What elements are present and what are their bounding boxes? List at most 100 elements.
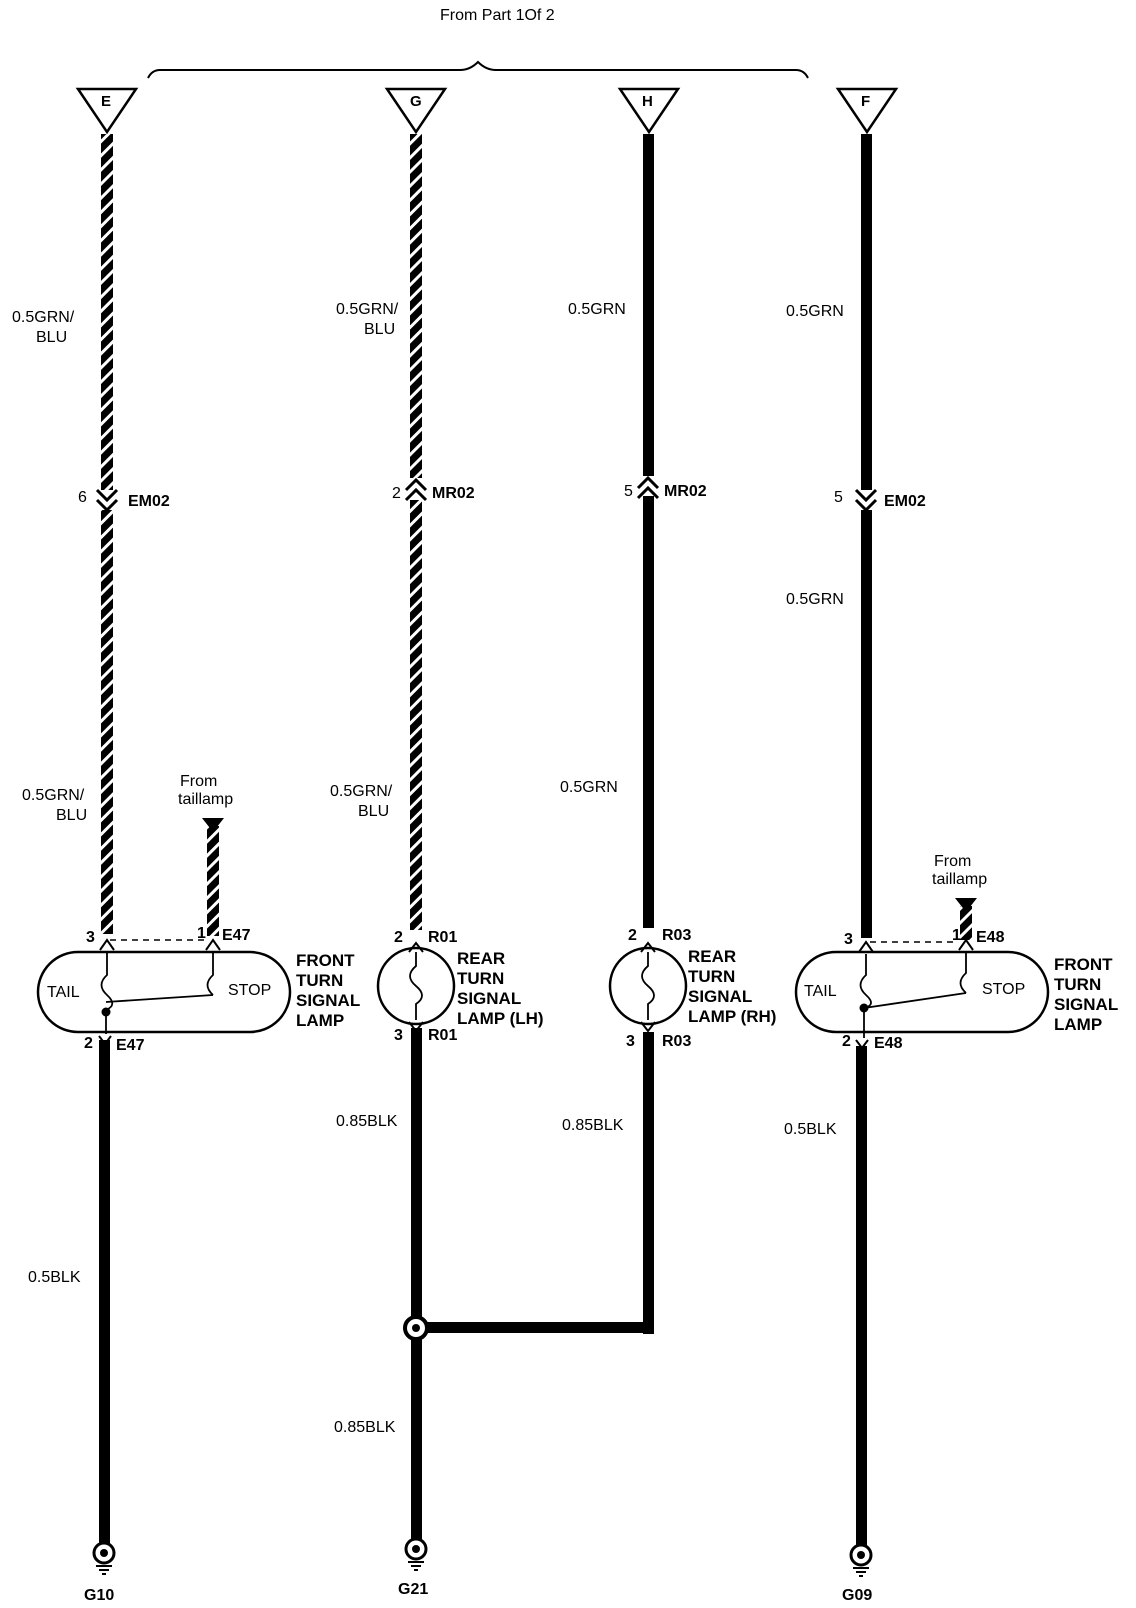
- rear-rh-pin-bottom: 3: [626, 1033, 635, 1050]
- wire-label-h-top: 0.5GRN: [568, 301, 626, 318]
- front-lh-pin-ground: 2: [84, 1035, 93, 1052]
- splice-f: [854, 488, 878, 513]
- wire-label-e-top-2: BLU: [36, 329, 67, 346]
- front-lh-pin-stop: 1: [197, 925, 206, 942]
- wire-join: [418, 1322, 654, 1333]
- front-lh-name-1: FRONT: [296, 951, 355, 970]
- splice-e-pin: 6: [78, 489, 87, 506]
- front-rh-pin-tail: 3: [844, 931, 853, 948]
- rear-lh-connector-top: R01: [428, 929, 457, 946]
- connector-f: F: [835, 87, 899, 135]
- front-rh-name-4: LAMP: [1054, 1015, 1102, 1034]
- ground-g21: [404, 1537, 428, 1571]
- ground-g21-label: G21: [398, 1581, 428, 1598]
- taillamp-arrow-right: [955, 898, 977, 912]
- svg-text:E: E: [101, 93, 111, 110]
- rear-turn-signal-lamp-rh: [608, 941, 688, 1033]
- wire-g-upper: [410, 134, 422, 478]
- ground-g09: [849, 1543, 873, 1577]
- wire-h-ground: [643, 1032, 654, 1334]
- rear-rh-pin-top: 2: [628, 927, 637, 944]
- header-title: From Part 1Of 2: [440, 7, 555, 24]
- front-turn-signal-lamp-lh: [36, 938, 292, 1046]
- wire-label-e-top-1: 0.5GRN/: [12, 309, 75, 326]
- taillamp-left-label-1: From: [180, 773, 217, 790]
- front-turn-signal-lamp-rh: [794, 938, 1050, 1050]
- rear-lh-pin-bottom: 3: [394, 1027, 403, 1044]
- wire-label-g-top-2: BLU: [364, 321, 395, 338]
- wire-label-f-top: 0.5GRN: [786, 303, 844, 320]
- splice-g-pin: 2: [392, 485, 401, 502]
- svg-text:G: G: [410, 93, 422, 110]
- wire-label-g-bottom: 0.85BLK: [334, 1419, 396, 1436]
- wire-g-lower: [410, 500, 422, 930]
- taillamp-arrow-left: [202, 818, 224, 832]
- taillamp-right-label-1: From: [934, 853, 971, 870]
- splice-f-name: EM02: [884, 493, 926, 510]
- splice-h: [636, 475, 660, 500]
- splice-f-pin: 5: [834, 489, 843, 506]
- rear-lh-pin-top: 2: [394, 929, 403, 946]
- front-rh-name-1: FRONT: [1054, 955, 1113, 974]
- rear-rh-name-1: REAR: [688, 947, 736, 966]
- wire-f-ground: [856, 1046, 867, 1546]
- connector-g: G: [384, 87, 448, 135]
- wire-label-f-low: 0.5BLK: [784, 1121, 837, 1138]
- front-lh-connector-top: E47: [222, 927, 251, 944]
- header-brace: [147, 60, 809, 79]
- front-lh-connector-bottom: E47: [116, 1037, 145, 1054]
- wire-label-f-mid: 0.5GRN: [786, 591, 844, 608]
- splice-g: [404, 477, 428, 502]
- wire-f-lower: [861, 510, 872, 938]
- front-lh-name-4: LAMP: [296, 1011, 344, 1030]
- ground-g10: [92, 1541, 116, 1575]
- front-rh-tail-label: TAIL: [804, 983, 837, 1000]
- rear-lh-connector-bottom: R01: [428, 1027, 457, 1044]
- wire-h-lower: [643, 496, 654, 928]
- wire-label-e-mid-1: 0.5GRN/: [22, 787, 85, 804]
- splice-h-pin: 5: [624, 483, 633, 500]
- rear-lh-name-3: SIGNAL: [457, 989, 521, 1008]
- rear-rh-name-2: TURN: [688, 967, 735, 986]
- svg-text:H: H: [642, 93, 653, 110]
- front-lh-name-3: SIGNAL: [296, 991, 360, 1010]
- wire-e-lower: [101, 510, 113, 934]
- wire-label-e-mid-2: BLU: [56, 807, 87, 824]
- wire-taillamp-right: [960, 906, 972, 940]
- wire-f-upper: [861, 134, 872, 490]
- wire-label-g-mid-2: BLU: [358, 803, 389, 820]
- wire-label-g-mid-1: 0.5GRN/: [330, 783, 393, 800]
- wire-e-ground: [99, 1040, 110, 1544]
- rear-lh-name-2: TURN: [457, 969, 504, 988]
- splice-h-name: MR02: [664, 483, 707, 500]
- rear-turn-signal-lamp-lh: [376, 941, 456, 1033]
- front-rh-stop-label: STOP: [982, 981, 1025, 998]
- wire-label-g-top-1: 0.5GRN/: [336, 301, 399, 318]
- rear-rh-name-4: LAMP (RH): [688, 1007, 776, 1026]
- rear-rh-connector-bottom: R03: [662, 1033, 691, 1050]
- front-lh-stop-label: STOP: [228, 982, 271, 999]
- front-lh-name-2: TURN: [296, 971, 343, 990]
- taillamp-right-label-2: taillamp: [932, 871, 987, 888]
- front-lh-tail-label: TAIL: [47, 984, 80, 1001]
- connector-h: H: [617, 87, 681, 135]
- splice-e: [95, 488, 119, 513]
- connector-e: E: [75, 87, 139, 135]
- wire-label-g-low: 0.85BLK: [336, 1113, 398, 1130]
- rear-rh-name-3: SIGNAL: [688, 987, 752, 1006]
- ground-g09-label: G09: [842, 1587, 872, 1604]
- wire-taillamp-left: [207, 826, 219, 936]
- front-lh-pin-tail: 3: [86, 929, 95, 946]
- rear-lh-name-4: LAMP (LH): [457, 1009, 544, 1028]
- wire-label-h-mid: 0.5GRN: [560, 779, 618, 796]
- splice-g-name: MR02: [432, 485, 475, 502]
- wire-h-upper: [643, 134, 654, 476]
- front-rh-name-3: SIGNAL: [1054, 995, 1118, 1014]
- wire-label-e-low: 0.5BLK: [28, 1269, 81, 1286]
- front-rh-connector-bottom: E48: [874, 1035, 903, 1052]
- front-rh-name-2: TURN: [1054, 975, 1101, 994]
- svg-text:F: F: [861, 93, 870, 110]
- wire-g-ground-upper: [411, 1028, 422, 1322]
- wire-label-h-low: 0.85BLK: [562, 1117, 624, 1134]
